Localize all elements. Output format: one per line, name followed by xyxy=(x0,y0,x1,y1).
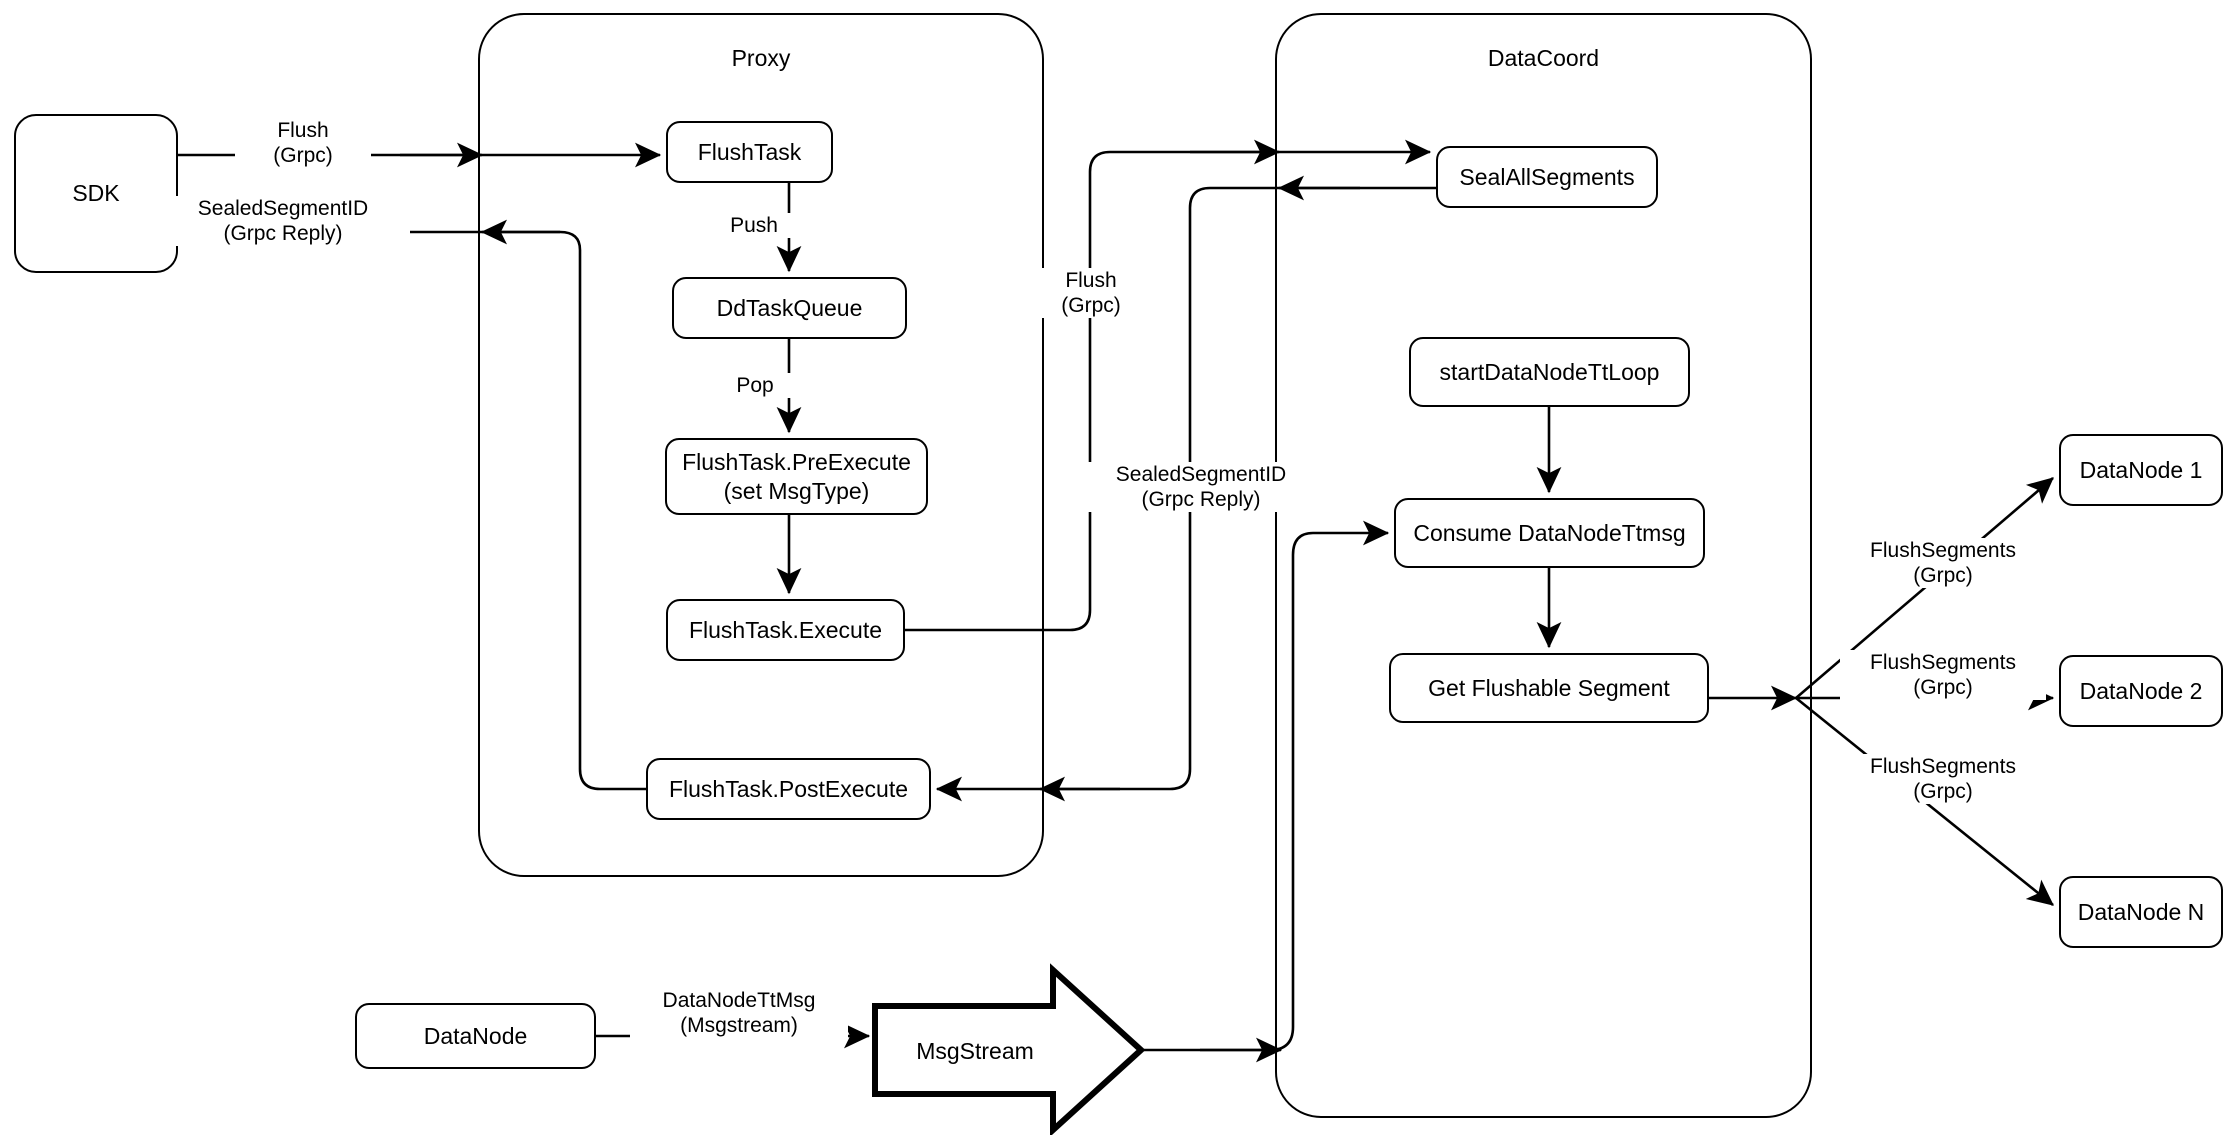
node-consume-datanodettmsg[interactable]: Consume DataNodeTtmsg xyxy=(1394,498,1705,568)
edge-label-flushsegments-grpc-n: FlushSegments (Grpc) xyxy=(1840,754,2046,805)
edge-label-sealedsegmentid-grpc-reply-sdk: SealedSegmentID (Grpc Reply) xyxy=(156,196,410,247)
node-datanode-1[interactable]: DataNode 1 xyxy=(2059,434,2223,506)
container-datacoord-title: DataCoord xyxy=(1487,45,1600,71)
node-flushtask-execute[interactable]: FlushTask.Execute xyxy=(666,599,905,661)
node-get-flushable-segment[interactable]: Get Flushable Segment xyxy=(1389,653,1709,723)
node-flushtask-preexecute[interactable]: FlushTask.PreExecute (set MsgType) xyxy=(665,438,928,515)
node-msgstream-label: MsgStream xyxy=(916,1038,1034,1064)
edge-label-datanodettmsg-msgstream: DataNodeTtMsg (Msgstream) xyxy=(630,988,848,1039)
edge-label-flushsegments-grpc-2: FlushSegments (Grpc) xyxy=(1840,650,2046,701)
node-sealallsegments[interactable]: SealAllSegments xyxy=(1436,146,1658,208)
edge-label-flush-grpc-sdk: Flush (Grpc) xyxy=(235,118,371,169)
edge-label-sealedsegmentid-grpc-reply-proxy: SealedSegmentID (Grpc Reply) xyxy=(1073,462,1329,513)
node-datanode-bottom[interactable]: DataNode xyxy=(355,1003,596,1069)
node-flushtask-postexecute[interactable]: FlushTask.PostExecute xyxy=(646,758,931,820)
node-ddtaskqueue[interactable]: DdTaskQueue xyxy=(672,277,907,339)
node-datanode-2[interactable]: DataNode 2 xyxy=(2059,655,2223,727)
node-datanode-n[interactable]: DataNode N xyxy=(2059,876,2223,948)
edge-label-push: Push xyxy=(706,213,802,239)
edge-label-flushsegments-grpc-1: FlushSegments (Grpc) xyxy=(1840,538,2046,589)
container-proxy-title: Proxy xyxy=(731,45,791,71)
node-flushtask[interactable]: FlushTask xyxy=(666,121,833,183)
edge-label-flush-grpc-proxy: Flush (Grpc) xyxy=(1032,268,1150,319)
node-sdk[interactable]: SDK xyxy=(14,114,178,273)
container-datacoord xyxy=(1275,13,1812,1118)
node-startdatanodettloop[interactable]: startDataNodeTtLoop xyxy=(1409,337,1690,407)
edge-label-pop: Pop xyxy=(708,373,802,399)
container-proxy xyxy=(478,13,1044,877)
